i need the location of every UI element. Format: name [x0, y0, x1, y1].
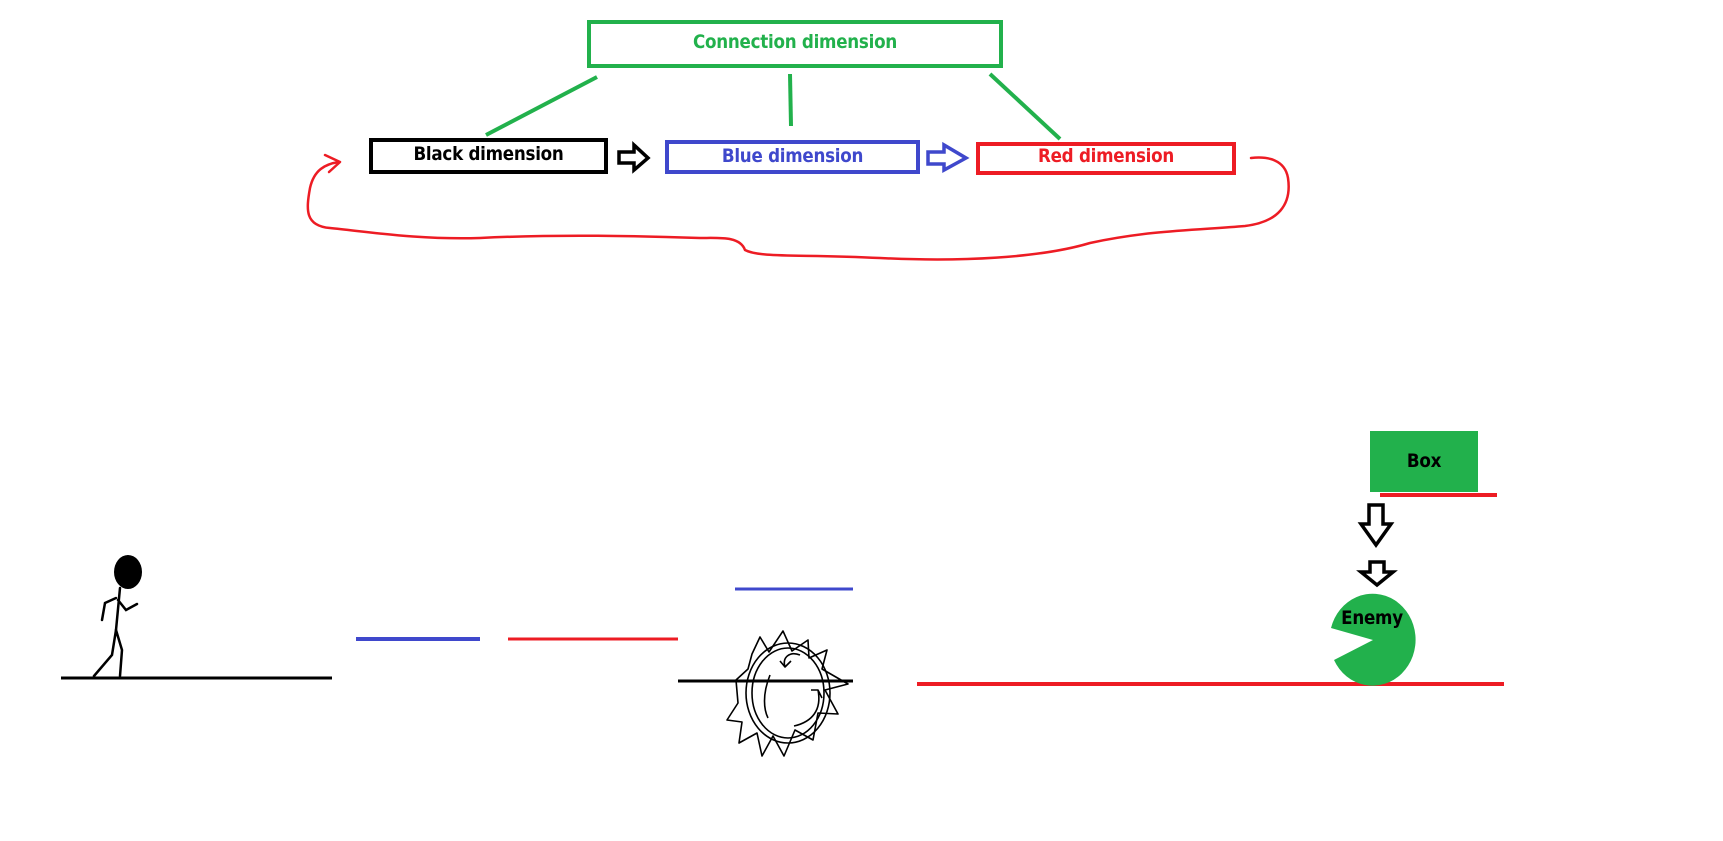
- spiked-saw-hazard: [726, 630, 849, 757]
- black-dimension-box: [369, 138, 608, 174]
- box-label: Box: [1406, 450, 1442, 472]
- black-dimension-label: Black dimension: [413, 143, 564, 165]
- red-dimension-box: [976, 142, 1236, 175]
- saw-outer-ring: [745, 642, 831, 744]
- connection-dimension-label: Connection dimension: [693, 31, 897, 53]
- enemy-label: Enemy: [1341, 607, 1403, 629]
- saw-spin-arrow-left: [763, 674, 771, 719]
- blue-dimension-label: Blue dimension: [721, 145, 864, 167]
- player-arms: [100, 596, 139, 622]
- player-head: [114, 555, 142, 589]
- arrow-black-to-blue: [617, 140, 651, 174]
- loop-arrowhead: [323, 153, 342, 174]
- saw-inner-ring: [751, 647, 825, 739]
- saw-spin-arrow-top: [779, 652, 801, 668]
- enemy-object: [1331, 593, 1416, 686]
- arrow-blue-to-red: [926, 141, 970, 173]
- player-legs: [92, 628, 124, 678]
- stick-figure-player: [92, 555, 142, 678]
- blue-dimension-box: [665, 140, 920, 174]
- connector-to-red: [988, 72, 1062, 141]
- down-arrow-lower: [1356, 560, 1398, 588]
- down-arrow-upper: [1357, 503, 1395, 549]
- player-body: [114, 586, 122, 632]
- connection-dimension-box: [587, 20, 1003, 68]
- saw-spin-arrow-right: [793, 689, 823, 727]
- red-dimension-label: Red dimension: [1037, 145, 1175, 167]
- connector-to-blue: [788, 73, 793, 127]
- loop-back-arrow: [306, 156, 1290, 261]
- box-object: [1370, 431, 1478, 492]
- connector-to-black: [485, 75, 598, 137]
